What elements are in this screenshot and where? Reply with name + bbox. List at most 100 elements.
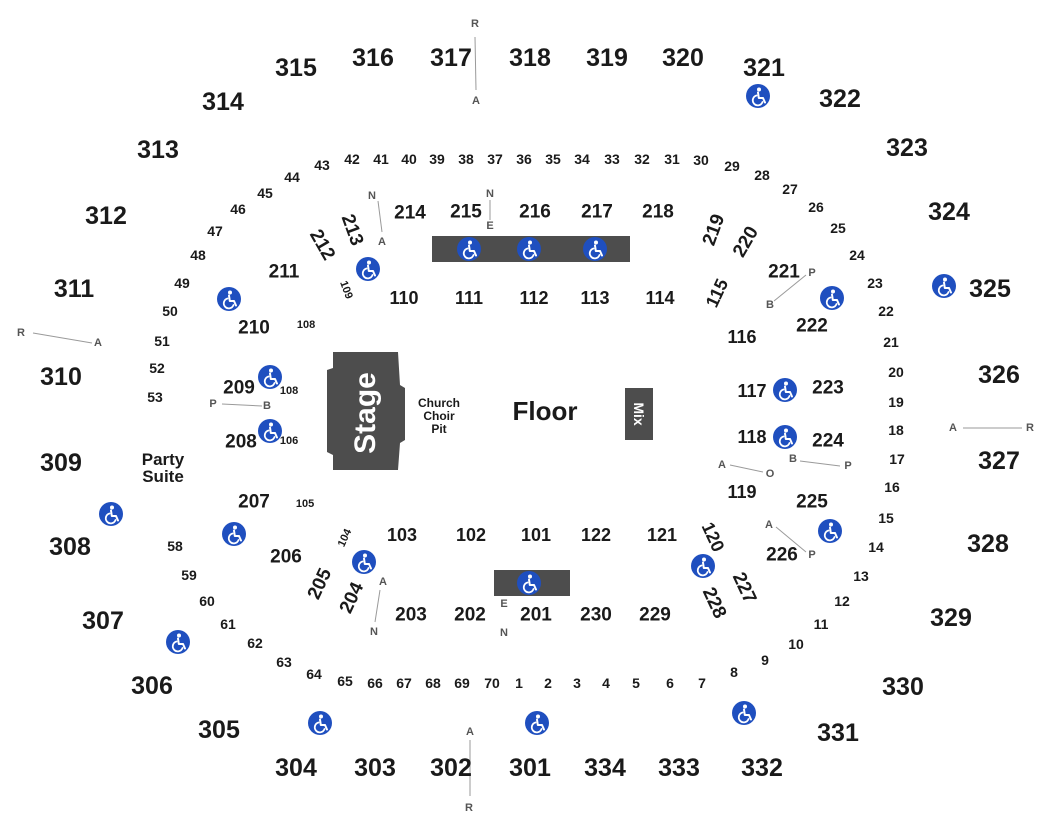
wheelchair-icon[interactable]	[583, 237, 607, 261]
section-303[interactable]: 303	[354, 754, 396, 782]
row-65[interactable]: 65	[337, 673, 353, 689]
wheelchair-icon[interactable]	[308, 711, 332, 735]
row-67[interactable]: 67	[396, 675, 412, 691]
floor-label[interactable]: Floor	[513, 396, 578, 426]
row-29[interactable]: 29	[724, 158, 740, 174]
row-10[interactable]: 10	[788, 636, 804, 652]
section-113[interactable]: 113	[580, 288, 609, 308]
section-325[interactable]: 325	[969, 275, 1011, 303]
section-204[interactable]: 204	[336, 579, 369, 617]
row-2[interactable]: 2	[544, 675, 552, 691]
row-23[interactable]: 23	[867, 275, 883, 291]
row-18[interactable]: 18	[888, 422, 904, 438]
section-307[interactable]: 307	[82, 607, 124, 635]
row-27[interactable]: 27	[782, 181, 798, 197]
wheelchair-icon[interactable]	[217, 287, 241, 311]
section-216[interactable]: 216	[519, 202, 551, 223]
wheelchair-icon[interactable]	[356, 257, 380, 281]
section-203[interactable]: 203	[395, 605, 427, 626]
row-47[interactable]: 47	[207, 223, 223, 239]
section-305[interactable]: 305	[198, 716, 240, 744]
row-32[interactable]: 32	[634, 151, 650, 167]
row-38[interactable]: 38	[458, 151, 474, 167]
section-313[interactable]: 313	[137, 136, 179, 164]
section-112[interactable]: 112	[519, 288, 548, 308]
section-105[interactable]: 105	[296, 498, 314, 510]
section-228[interactable]: 228	[698, 584, 730, 622]
row-21[interactable]: 21	[883, 334, 899, 350]
section-323[interactable]: 323	[886, 134, 928, 162]
row-64[interactable]: 64	[306, 666, 322, 682]
section-332[interactable]: 332	[741, 754, 783, 782]
section-213[interactable]: 213	[337, 212, 368, 249]
section-225[interactable]: 225	[796, 492, 828, 513]
wheelchair-icon[interactable]	[258, 419, 282, 443]
section-302[interactable]: 302	[430, 754, 472, 782]
section-333[interactable]: 333	[658, 754, 700, 782]
section-314[interactable]: 314	[202, 88, 244, 116]
row-17[interactable]: 17	[889, 451, 905, 467]
section-329[interactable]: 329	[930, 604, 972, 632]
wheelchair-icon[interactable]	[746, 84, 770, 108]
section-308[interactable]: 308	[49, 533, 91, 561]
row-19[interactable]: 19	[888, 394, 904, 410]
section-121[interactable]: 121	[647, 525, 677, 545]
section-214[interactable]: 214	[394, 203, 426, 224]
section-106[interactable]: 106	[280, 435, 298, 447]
section-328[interactable]: 328	[967, 530, 1009, 558]
section-202[interactable]: 202	[454, 605, 486, 626]
section-115[interactable]: 115	[702, 276, 732, 311]
row-31[interactable]: 31	[664, 151, 680, 167]
section-304[interactable]: 304	[275, 754, 317, 782]
wheelchair-icon[interactable]	[517, 237, 541, 261]
row-41[interactable]: 41	[373, 151, 389, 167]
section-222[interactable]: 222	[796, 316, 828, 337]
section-210[interactable]: 210	[238, 318, 270, 339]
section-316[interactable]: 316	[352, 44, 394, 72]
row-9[interactable]: 9	[761, 652, 769, 668]
row-44[interactable]: 44	[284, 169, 300, 185]
section-108[interactable]: 108	[280, 385, 298, 397]
row-59[interactable]: 59	[181, 567, 197, 583]
section-220[interactable]: 220	[729, 223, 763, 261]
row-20[interactable]: 20	[888, 364, 904, 380]
wheelchair-icon[interactable]	[732, 701, 756, 725]
row-3[interactable]: 3	[573, 675, 581, 691]
section-331[interactable]: 331	[817, 719, 859, 747]
row-8[interactable]: 8	[730, 664, 738, 680]
row-11[interactable]: 11	[814, 616, 829, 632]
row-53[interactable]: 53	[147, 389, 163, 405]
section-311[interactable]: 311	[54, 275, 94, 303]
row-61[interactable]: 61	[220, 616, 236, 632]
section-312[interactable]: 312	[85, 202, 127, 230]
row-1[interactable]: 1	[515, 675, 523, 691]
row-40[interactable]: 40	[401, 151, 417, 167]
row-63[interactable]: 63	[276, 654, 292, 670]
row-7[interactable]: 7	[698, 675, 706, 691]
section-315[interactable]: 315	[275, 54, 317, 82]
section-114[interactable]: 114	[645, 288, 674, 308]
wheelchair-icon[interactable]	[457, 237, 481, 261]
row-60[interactable]: 60	[199, 593, 215, 609]
row-36[interactable]: 36	[516, 151, 532, 167]
row-30[interactable]: 30	[693, 152, 709, 168]
section-122[interactable]: 122	[581, 525, 611, 545]
section-227[interactable]: 227	[728, 569, 760, 607]
section-217[interactable]: 217	[581, 202, 613, 223]
wheelchair-icon[interactable]	[166, 630, 190, 654]
row-4[interactable]: 4	[602, 675, 610, 691]
wheelchair-icon[interactable]	[258, 365, 282, 389]
section-209[interactable]: 209	[223, 378, 255, 399]
section-218[interactable]: 218	[642, 202, 674, 223]
row-13[interactable]: 13	[853, 568, 869, 584]
section-119[interactable]: 119	[727, 482, 756, 502]
wheelchair-icon[interactable]	[773, 378, 797, 402]
party-suite-label-2[interactable]: Suite	[142, 467, 184, 486]
section-310[interactable]: 310	[40, 363, 82, 391]
section-321[interactable]: 321	[743, 54, 785, 82]
wheelchair-icon[interactable]	[352, 550, 376, 574]
section-219[interactable]: 219	[699, 212, 730, 249]
section-306[interactable]: 306	[131, 672, 173, 700]
section-117[interactable]: 117	[737, 381, 766, 401]
wheelchair-icon[interactable]	[99, 502, 123, 526]
